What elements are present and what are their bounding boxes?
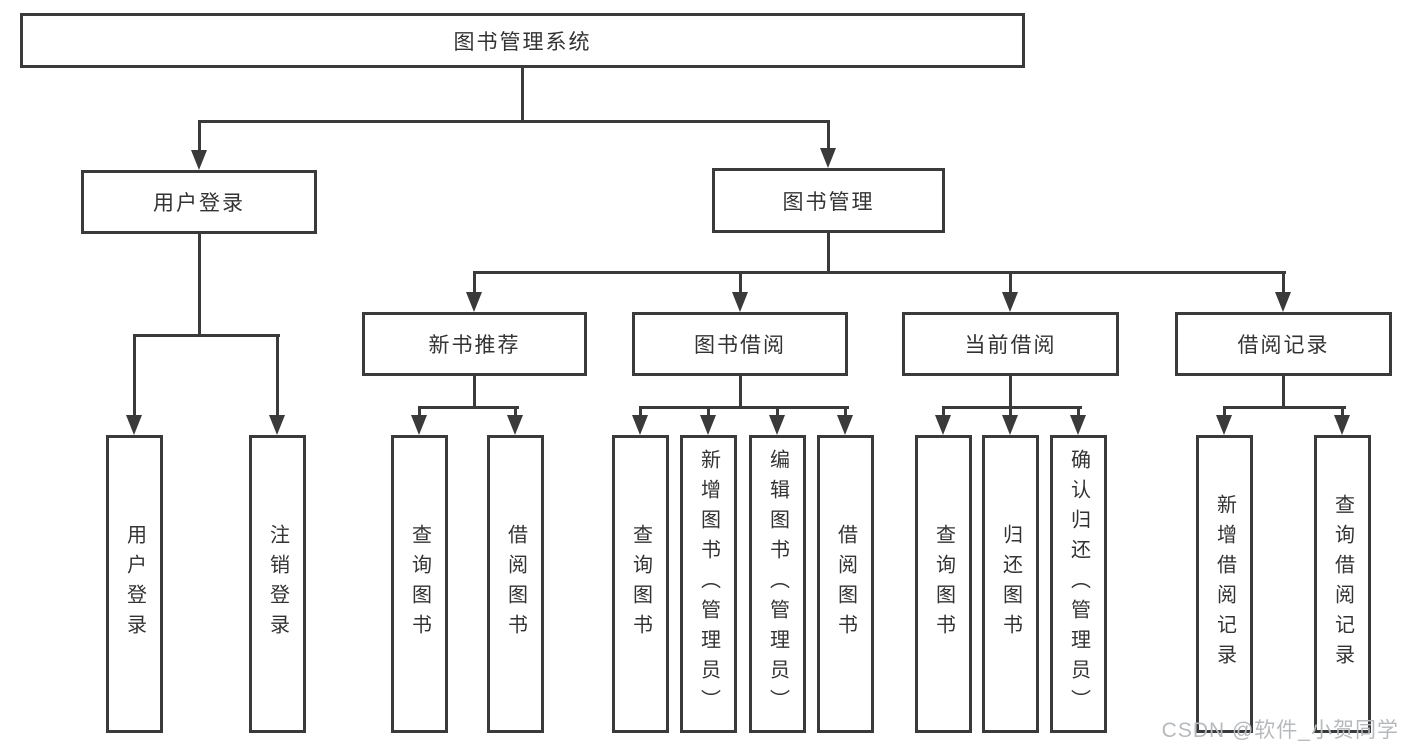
node-current-borrow-label: 当前借阅 — [964, 334, 1057, 357]
arrowhead-down-icon — [411, 415, 427, 435]
arrowhead-down-icon — [732, 292, 748, 312]
arrowhead-down-icon — [191, 150, 207, 170]
leaf-query-borrow-record: 查询借阅记录 — [1314, 435, 1371, 733]
node-book-management-label: 图书管理 — [782, 190, 875, 214]
node-user-login: 用户登录 — [81, 170, 317, 234]
connector-line — [706, 407, 710, 421]
connector-line — [275, 335, 279, 421]
connector-line — [638, 407, 642, 421]
node-user-login-label: 用户登录 — [153, 192, 245, 215]
node-root-label: 图书管理系统 — [453, 30, 592, 54]
watermark: CSDN @软件_小贺同学 — [1161, 719, 1399, 742]
node-current-borrow: 当前借阅 — [902, 312, 1119, 376]
leaf-query-books-recommend: 查询图书 — [391, 435, 448, 733]
leaf-user-login: 用户登录 — [106, 435, 163, 733]
connector-line — [826, 233, 830, 274]
leaf-return-books: 归还图书 — [982, 435, 1039, 733]
leaf-edit-books-admin-label: 编辑图书（管理员） — [766, 449, 789, 719]
leaf-query-books-current: 查询图书 — [915, 435, 972, 733]
leaf-edit-books-admin: 编辑图书（管理员） — [749, 435, 806, 733]
leaf-add-borrow-record: 新增借阅记录 — [1196, 435, 1253, 733]
connector-line — [513, 407, 517, 421]
node-new-book-recommend-label: 新书推荐 — [428, 334, 521, 357]
connector-line — [132, 333, 280, 337]
connector-line — [1340, 407, 1344, 421]
arrowhead-down-icon — [837, 415, 853, 435]
connector-line — [1008, 272, 1012, 298]
leaf-confirm-return-admin-label: 确认归还（管理员） — [1067, 449, 1090, 719]
arrowhead-down-icon — [466, 292, 482, 312]
arrowhead-down-icon — [1002, 415, 1018, 435]
connector-line — [738, 272, 742, 298]
leaf-borrow-books-label: 借阅图书 — [834, 524, 857, 644]
leaf-query-books-borrow: 查询图书 — [612, 435, 669, 733]
connector-line — [638, 405, 849, 409]
connector-line — [520, 68, 524, 123]
connector-line — [417, 405, 519, 409]
connector-line — [472, 270, 1286, 274]
arrowhead-down-icon — [769, 415, 785, 435]
leaf-query-books-borrow-label: 查询图书 — [629, 524, 652, 644]
node-borrow-records-label: 借阅记录 — [1237, 334, 1330, 357]
arrowhead-down-icon — [820, 148, 836, 168]
leaf-return-books-label: 归还图书 — [999, 524, 1022, 644]
node-borrow-records: 借阅记录 — [1175, 312, 1392, 376]
connector-line — [775, 407, 779, 421]
connector-line — [197, 234, 201, 337]
arrowhead-down-icon — [269, 415, 285, 435]
connector-line — [941, 407, 945, 421]
connector-line — [197, 119, 830, 123]
connector-line — [1008, 407, 1012, 421]
connector-line — [1281, 272, 1285, 298]
leaf-query-books-recommend-label: 查询图书 — [408, 524, 431, 644]
arrowhead-down-icon — [632, 415, 648, 435]
connector-line — [1008, 376, 1012, 409]
connector-line — [472, 272, 476, 298]
leaf-add-borrow-record-label: 新增借阅记录 — [1213, 494, 1236, 674]
connector-line — [417, 407, 421, 421]
leaf-user-login-label: 用户登录 — [123, 524, 146, 644]
node-root: 图书管理系统 — [20, 13, 1025, 68]
arrowhead-down-icon — [935, 415, 951, 435]
arrowhead-down-icon — [1002, 292, 1018, 312]
node-book-management: 图书管理 — [712, 168, 945, 233]
leaf-borrow-books: 借阅图书 — [817, 435, 874, 733]
arrowhead-down-icon — [1216, 415, 1232, 435]
leaf-query-books-current-label: 查询图书 — [932, 524, 955, 644]
connector-line — [132, 335, 136, 421]
leaf-logout: 注销登录 — [249, 435, 306, 733]
leaf-add-books-admin: 新增图书（管理员） — [680, 435, 737, 733]
arrowhead-down-icon — [126, 415, 142, 435]
connector-line — [1281, 376, 1285, 409]
leaf-borrow-books-recommend-label: 借阅图书 — [504, 524, 527, 644]
node-new-book-recommend: 新书推荐 — [362, 312, 587, 376]
leaf-confirm-return-admin: 确认归还（管理员） — [1050, 435, 1107, 733]
connector-line — [1222, 407, 1226, 421]
connector-line — [738, 376, 742, 409]
node-book-borrow-label: 图书借阅 — [694, 334, 786, 357]
leaf-query-borrow-record-label: 查询借阅记录 — [1331, 494, 1354, 674]
leaf-add-books-admin-label: 新增图书（管理员） — [697, 449, 720, 719]
arrowhead-down-icon — [1275, 292, 1291, 312]
leaf-logout-label: 注销登录 — [266, 524, 289, 644]
connector-line — [1222, 405, 1346, 409]
connector-line — [826, 121, 830, 154]
connector-line — [843, 407, 847, 421]
arrowhead-down-icon — [700, 415, 716, 435]
connector-line — [197, 121, 201, 156]
leaf-borrow-books-recommend: 借阅图书 — [487, 435, 544, 733]
arrowhead-down-icon — [1334, 415, 1350, 435]
arrowhead-down-icon — [1070, 415, 1086, 435]
arrowhead-down-icon — [507, 415, 523, 435]
node-book-borrow: 图书借阅 — [632, 312, 848, 376]
connector-line — [941, 405, 1082, 409]
connector-line — [472, 376, 476, 409]
connector-line — [1076, 407, 1080, 421]
